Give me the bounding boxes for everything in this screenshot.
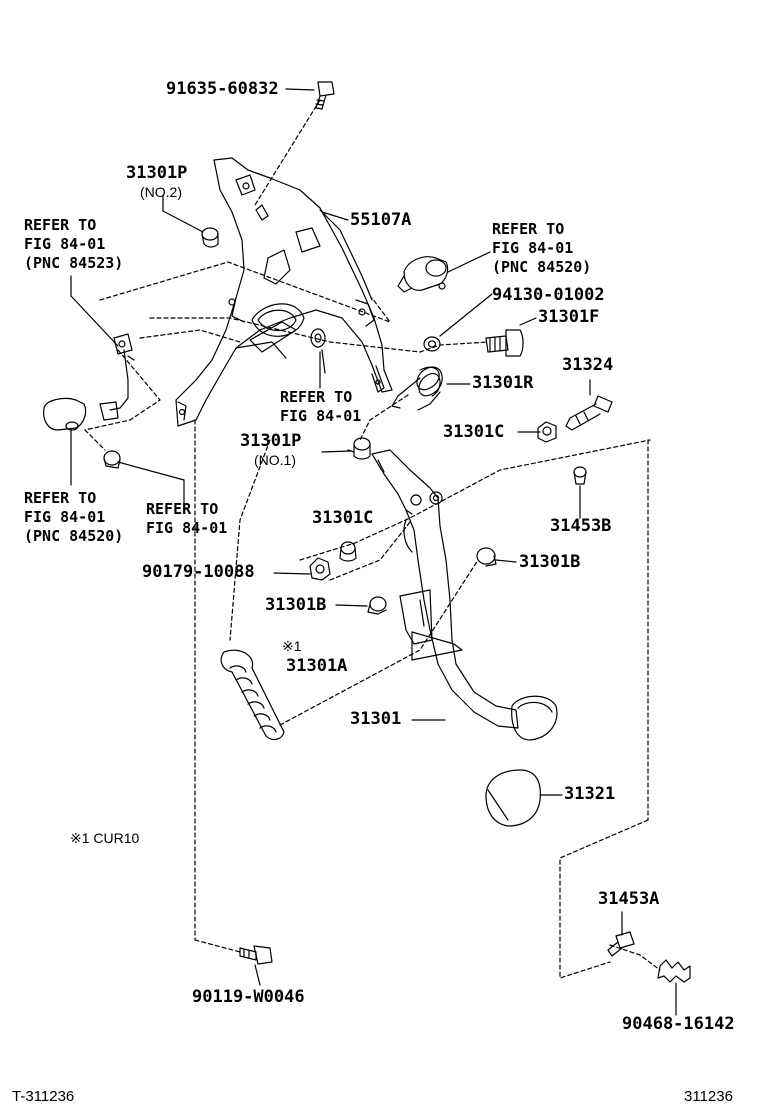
clip-31453b-icon xyxy=(573,466,587,485)
bushing-center-icon xyxy=(310,328,326,348)
bolt-91635-icon xyxy=(315,81,335,110)
figure-code-right: 311236 xyxy=(684,1088,733,1105)
label-31301p-no1: 31301P xyxy=(240,431,302,451)
label-31324: 31324 xyxy=(562,355,614,375)
label-91635-60832: 91635-60832 xyxy=(166,79,279,99)
leader-lines xyxy=(70,88,677,1016)
nut-31301c-top-icon xyxy=(537,421,557,443)
label-55107a: 55107A xyxy=(350,210,412,230)
clip-90468-icon xyxy=(657,959,691,983)
label-31301c-lower: 31301C xyxy=(312,508,374,528)
refer-note-center: REFER TO FIG 84-01 xyxy=(280,388,362,425)
refer-note-pnc-84523: REFER TO FIG 84-01 (PNC 84523) xyxy=(24,216,124,272)
boot-31301a-icon xyxy=(220,649,285,741)
refer-note-pnc-84520-left: REFER TO FIG 84-01 (PNC 84520) xyxy=(24,489,124,545)
clip-31453a-icon xyxy=(607,931,635,957)
label-31301b-right: 31301B xyxy=(519,552,581,572)
bushing-31301p-no2-icon xyxy=(201,227,219,248)
label-90179-10088: 90179-10088 xyxy=(142,562,255,582)
bolt-31301f-icon xyxy=(485,329,524,357)
nut-94130-icon xyxy=(423,336,441,352)
label-90119-w0046: 90119-W0046 xyxy=(192,987,305,1007)
return-spring-31301r-icon xyxy=(391,366,443,411)
label-31453b: 31453B xyxy=(550,516,612,536)
label-31321: 31321 xyxy=(564,784,616,804)
refer-note-pnc-84520-right: REFER TO FIG 84-01 (PNC 84520) xyxy=(492,220,592,276)
label-31301p-no2: 31301P xyxy=(126,163,188,183)
stop-lamp-switch-icon xyxy=(397,256,449,293)
pin-31324-icon xyxy=(565,395,613,431)
label-90468-16142: 90468-16142 xyxy=(622,1014,735,1034)
label-31301a: 31301A xyxy=(286,656,348,676)
bushing-31301b-left-icon xyxy=(367,596,387,615)
label-94130-01002: 94130-01002 xyxy=(492,285,605,305)
label-31301a-mark: ※1 xyxy=(282,638,302,654)
label-31453a: 31453A xyxy=(598,889,660,909)
label-31301f: 31301F xyxy=(538,307,600,327)
figure-code-left: T-311236 xyxy=(12,1088,75,1105)
label-31301p-no2-note: (NO.2) xyxy=(140,184,182,200)
label-31301c-top: 31301C xyxy=(443,422,505,442)
nut-90179-icon xyxy=(309,557,331,581)
bolt-90119-icon xyxy=(239,945,273,965)
label-31301r: 31301R xyxy=(472,373,534,393)
refer-note-lower: REFER TO FIG 84-01 xyxy=(146,500,228,537)
footnote-cur10: ※1 CUR10 xyxy=(70,830,140,846)
switch-connector-left-icon xyxy=(109,333,135,411)
collar-31301c-lower-icon xyxy=(339,541,357,562)
dashed-lines xyxy=(84,99,661,979)
brake-pedal-31301-icon xyxy=(371,449,558,741)
pedal-pad-31321-icon xyxy=(485,769,541,827)
label-31301: 31301 xyxy=(350,709,402,729)
switch-body-left-icon xyxy=(43,397,119,431)
cushion-left-icon xyxy=(103,450,121,469)
label-31301p-no1-note: (NO.1) xyxy=(254,452,296,468)
bushing-31301p-no1-icon xyxy=(347,437,371,460)
bushing-31301b-right-icon xyxy=(476,547,497,567)
pedal-bracket-55107a-icon xyxy=(175,157,393,427)
label-31301b-left: 31301B xyxy=(265,595,327,615)
